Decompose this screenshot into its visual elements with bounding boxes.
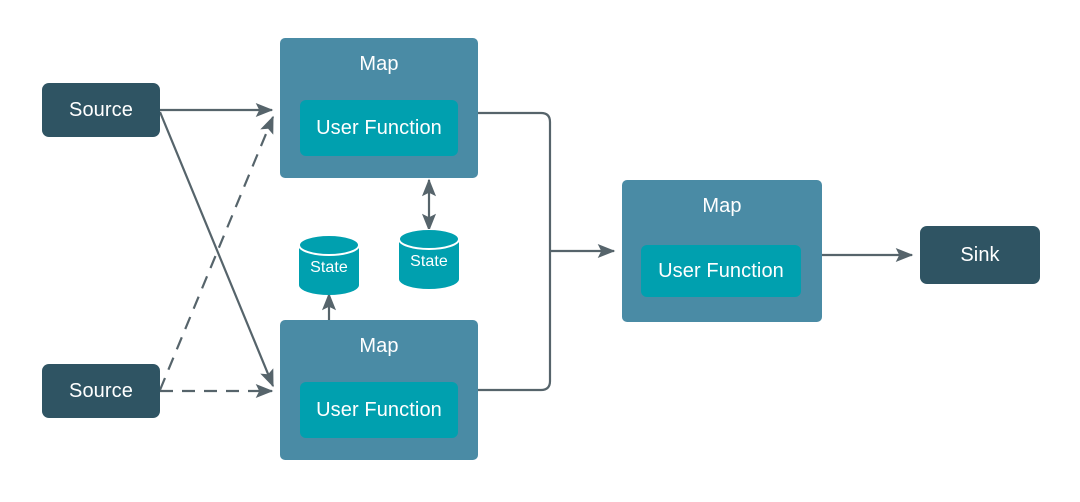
node-map-right-user-function-label: User Function [658, 259, 784, 282]
node-sink-label: Sink [960, 243, 1000, 266]
node-source-top[interactable]: Source [42, 83, 160, 137]
node-state-left[interactable]: State [298, 235, 360, 295]
node-state-right-label: State [410, 252, 448, 270]
node-map-right-user-function[interactable]: User Function [641, 245, 801, 297]
node-state-left-label: State [310, 258, 348, 276]
node-source-bottom-label: Source [69, 379, 133, 402]
node-map-bottom-title: Map [359, 335, 399, 357]
node-map-bottom-user-function-label: User Function [316, 398, 442, 421]
node-state-right[interactable]: State [398, 229, 460, 289]
node-source-top-label: Source [69, 98, 133, 121]
edge-source-top-to-map-bottom [158, 111, 275, 388]
node-map-top-title: Map [359, 53, 399, 75]
node-map-top-user-function[interactable]: User Function [300, 100, 458, 156]
edge-source-bottom-to-map-top [158, 115, 275, 391]
database-cylinder-icon [398, 229, 460, 289]
node-map-bottom-user-function[interactable]: User Function [300, 382, 458, 438]
node-map-top-user-function-label: User Function [316, 116, 442, 139]
node-source-bottom[interactable]: Source [42, 364, 160, 418]
node-map-right[interactable]: Map User Function [622, 180, 822, 322]
node-map-bottom[interactable]: Map User Function [280, 320, 478, 460]
edge-map-top-to-merge [478, 111, 552, 251]
node-map-right-title: Map [702, 195, 742, 217]
edge-map-bottom-to-merge [478, 251, 552, 392]
node-map-top[interactable]: Map User Function [280, 38, 478, 178]
node-sink[interactable]: Sink [920, 226, 1040, 284]
database-cylinder-icon [298, 235, 360, 295]
